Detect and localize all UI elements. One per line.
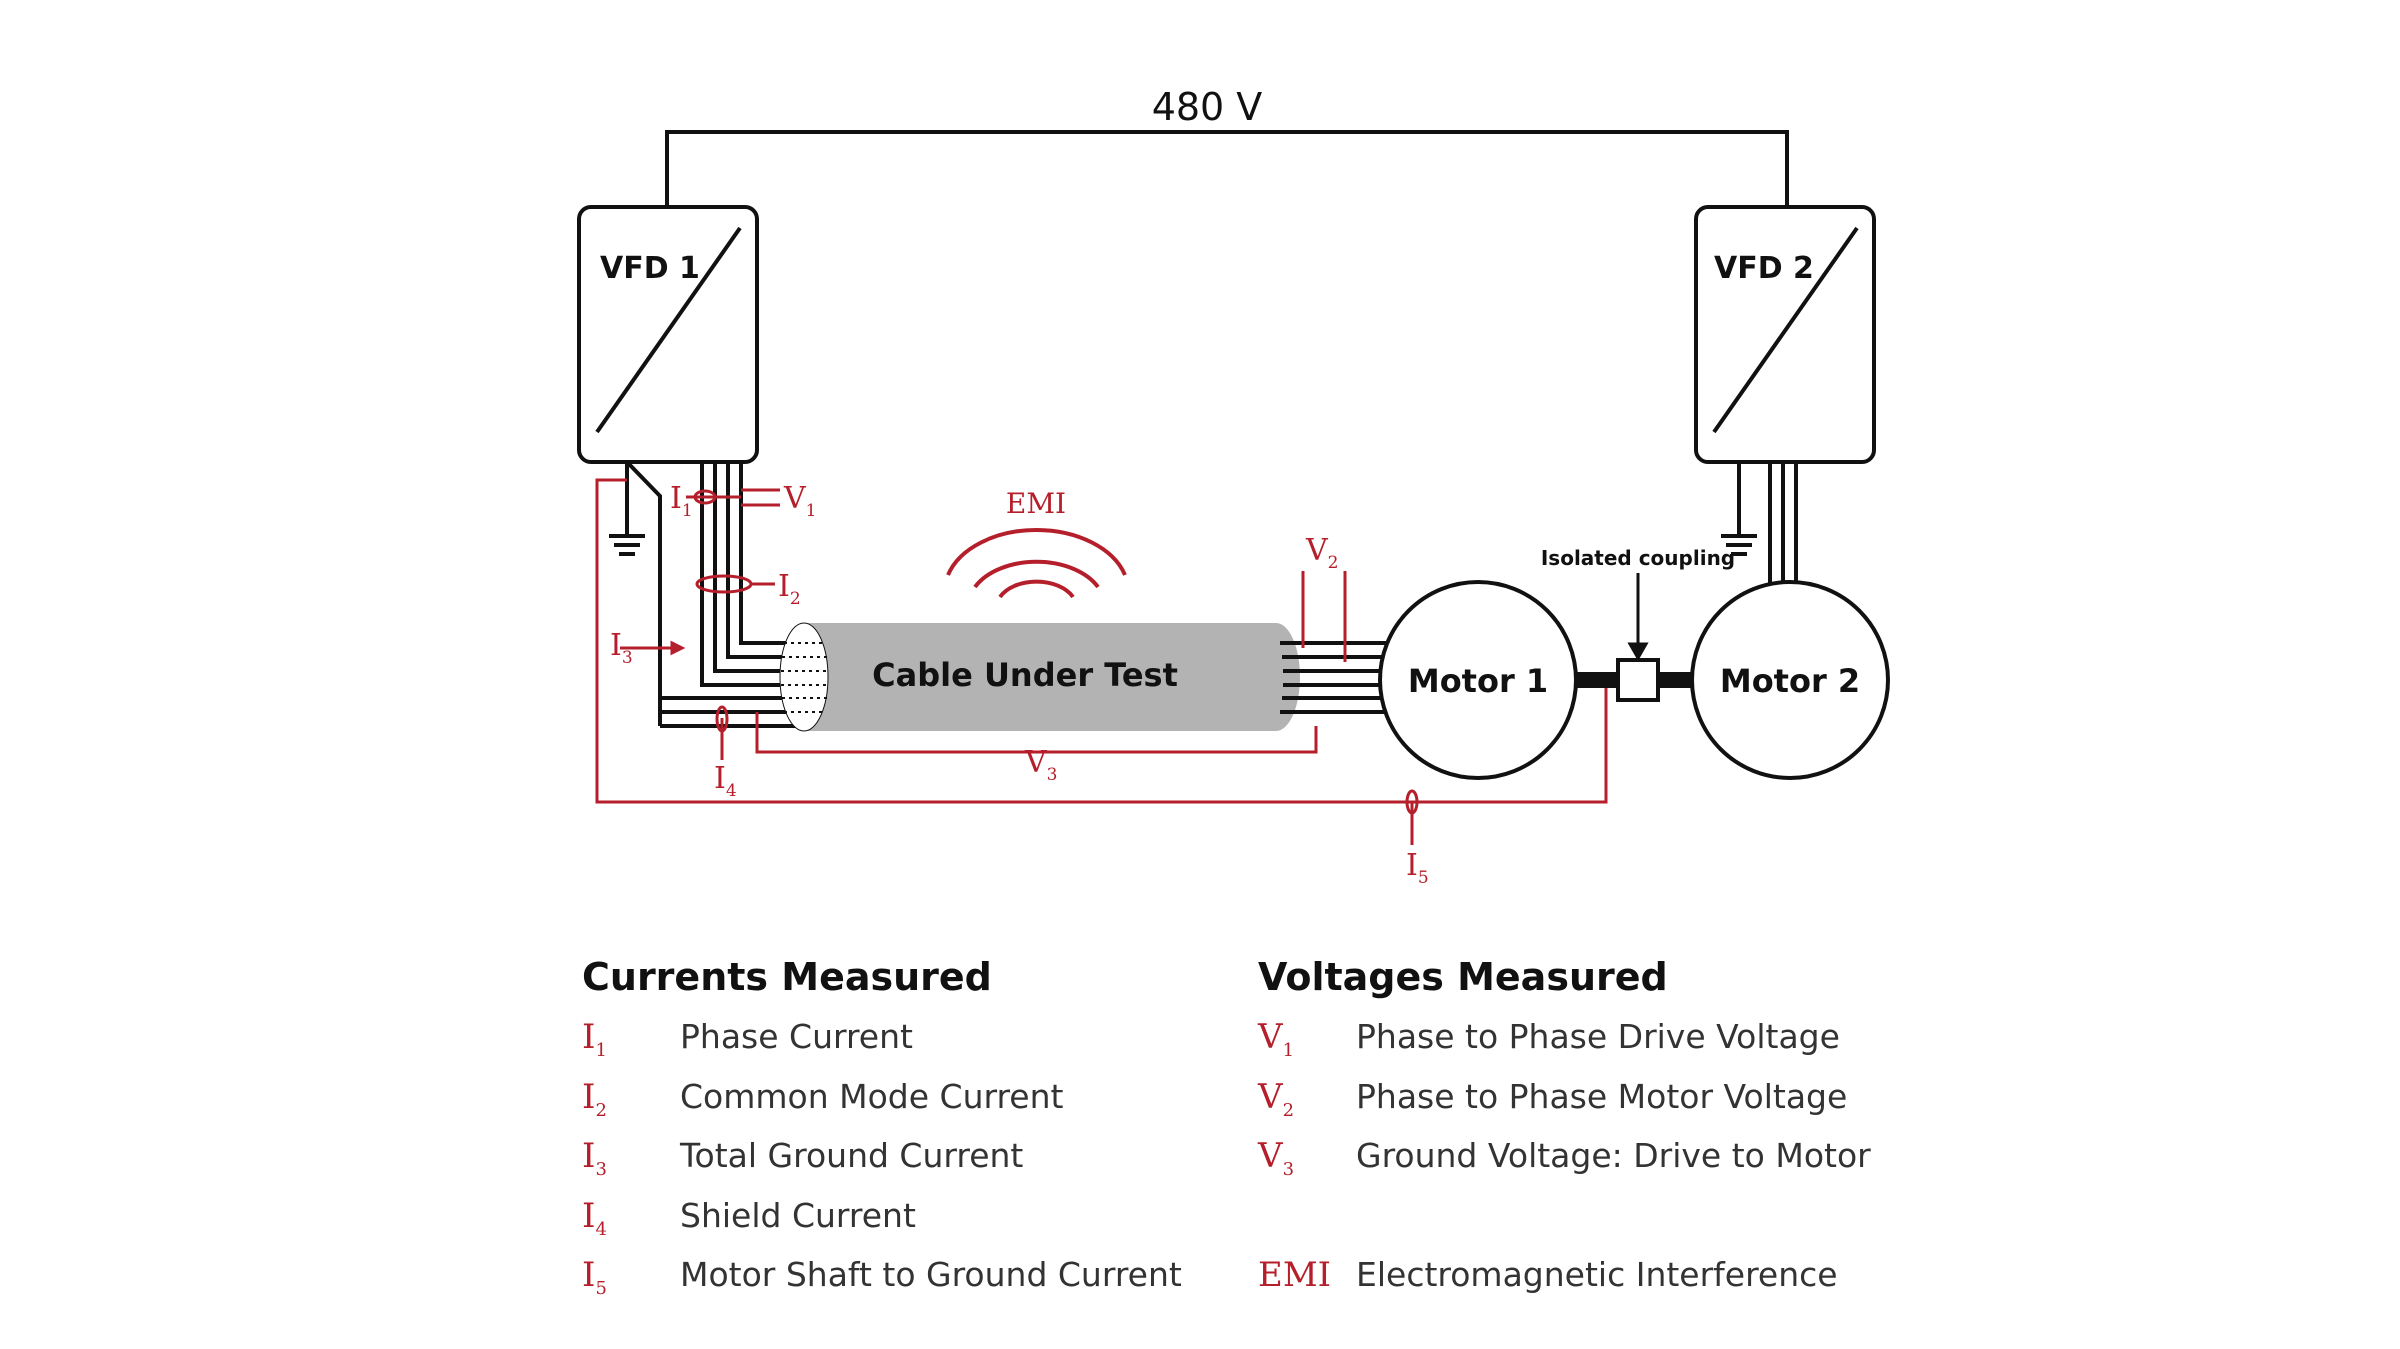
voltages-legend: Voltages Measured V1 Phase to Phase Driv… [1258,955,1871,1315]
legend-row: V2 Phase to Phase Motor Voltage [1258,1077,1871,1137]
legend-description: Total Ground Current [680,1136,1024,1175]
marker-v1: V1 [783,481,817,521]
vfd1-ground-icon [609,462,645,556]
legend-description: Phase Current [680,1017,913,1056]
legend-row: I3 Total Ground Current [582,1136,1182,1196]
legend-row: I4 Shield Current [582,1196,1182,1256]
coupling-arrow-icon [1627,573,1649,662]
measurement-labels: I1 V1 I2 I3 I4 V2 V3 I5 [610,481,1429,888]
supply-line [665,130,1789,207]
legend-symbol: I5 [582,1255,607,1299]
legend-symbol: EMI [1258,1255,1332,1295]
currents-legend: Currents Measured I1 Phase Current I2 Co… [582,955,1182,1315]
legend-description: Motor Shaft to Ground Current [680,1255,1182,1294]
vfd2-box [1694,205,1876,464]
supply-voltage-label: 480 V [1152,85,1263,129]
legend-description: Phase to Phase Drive Voltage [1356,1017,1840,1056]
legend-row: I1 Phase Current [582,1017,1182,1077]
cable-motor1-wires [1280,641,1386,714]
vfd2-motor2-wires [1768,462,1798,585]
legend-description: Ground Voltage: Drive to Motor [1356,1136,1871,1175]
legend-symbol: I1 [582,1017,607,1061]
marker-i5: I5 [1406,848,1429,888]
emi-label: EMI [1006,487,1066,520]
marker-v3: V3 [1024,745,1058,785]
legend-row: V3 Ground Voltage: Drive to Motor [1258,1136,1871,1196]
marker-i2: I2 [778,569,801,609]
legend-symbol: V3 [1258,1136,1295,1180]
legend-symbol: V2 [1258,1076,1295,1121]
legend-description: Phase to Phase Motor Voltage [1356,1076,1848,1116]
legend-description: Shield Current [680,1195,916,1235]
legend-row: V1 Phase to Phase Drive Voltage [1258,1017,1871,1077]
legend-row-emi: EMI Electromagnetic Interference [1258,1255,1871,1315]
motor-shaft [1576,658,1692,702]
cable-label: Cable Under Test [872,656,1178,694]
cable-under-test [779,622,1300,732]
motor2-label: Motor 2 [1720,662,1860,700]
legend-description: Electromagnetic Interference [1356,1255,1838,1294]
legend-description: Common Mode Current [680,1076,1064,1116]
vfd2-label: VFD 2 [1714,251,1814,286]
currents-legend-title: Currents Measured [582,955,992,999]
vfd2-ground-icon [1721,462,1757,556]
legend-symbol: V1 [1258,1017,1295,1061]
vfd1-label: VFD 1 [600,251,700,286]
marker-i3: I3 [610,628,633,668]
vfd1-box [577,205,759,464]
legend-row: I2 Common Mode Current [582,1077,1182,1137]
coupling-label: Isolated coupling [1541,546,1735,570]
marker-i1: I1 [670,481,693,521]
legend-symbol: I3 [582,1136,607,1180]
emi-waves-icon [946,527,1127,599]
measurement-lines [595,478,1608,845]
marker-v2: V2 [1305,533,1339,573]
legend-row: I5 Motor Shaft to Ground Current [582,1255,1182,1315]
legend-symbol: I4 [582,1195,607,1240]
marker-i4: I4 [714,761,737,801]
voltages-legend-title: Voltages Measured [1258,955,1668,999]
motor1-label: Motor 1 [1408,662,1548,700]
legend-symbol: I2 [582,1076,607,1121]
